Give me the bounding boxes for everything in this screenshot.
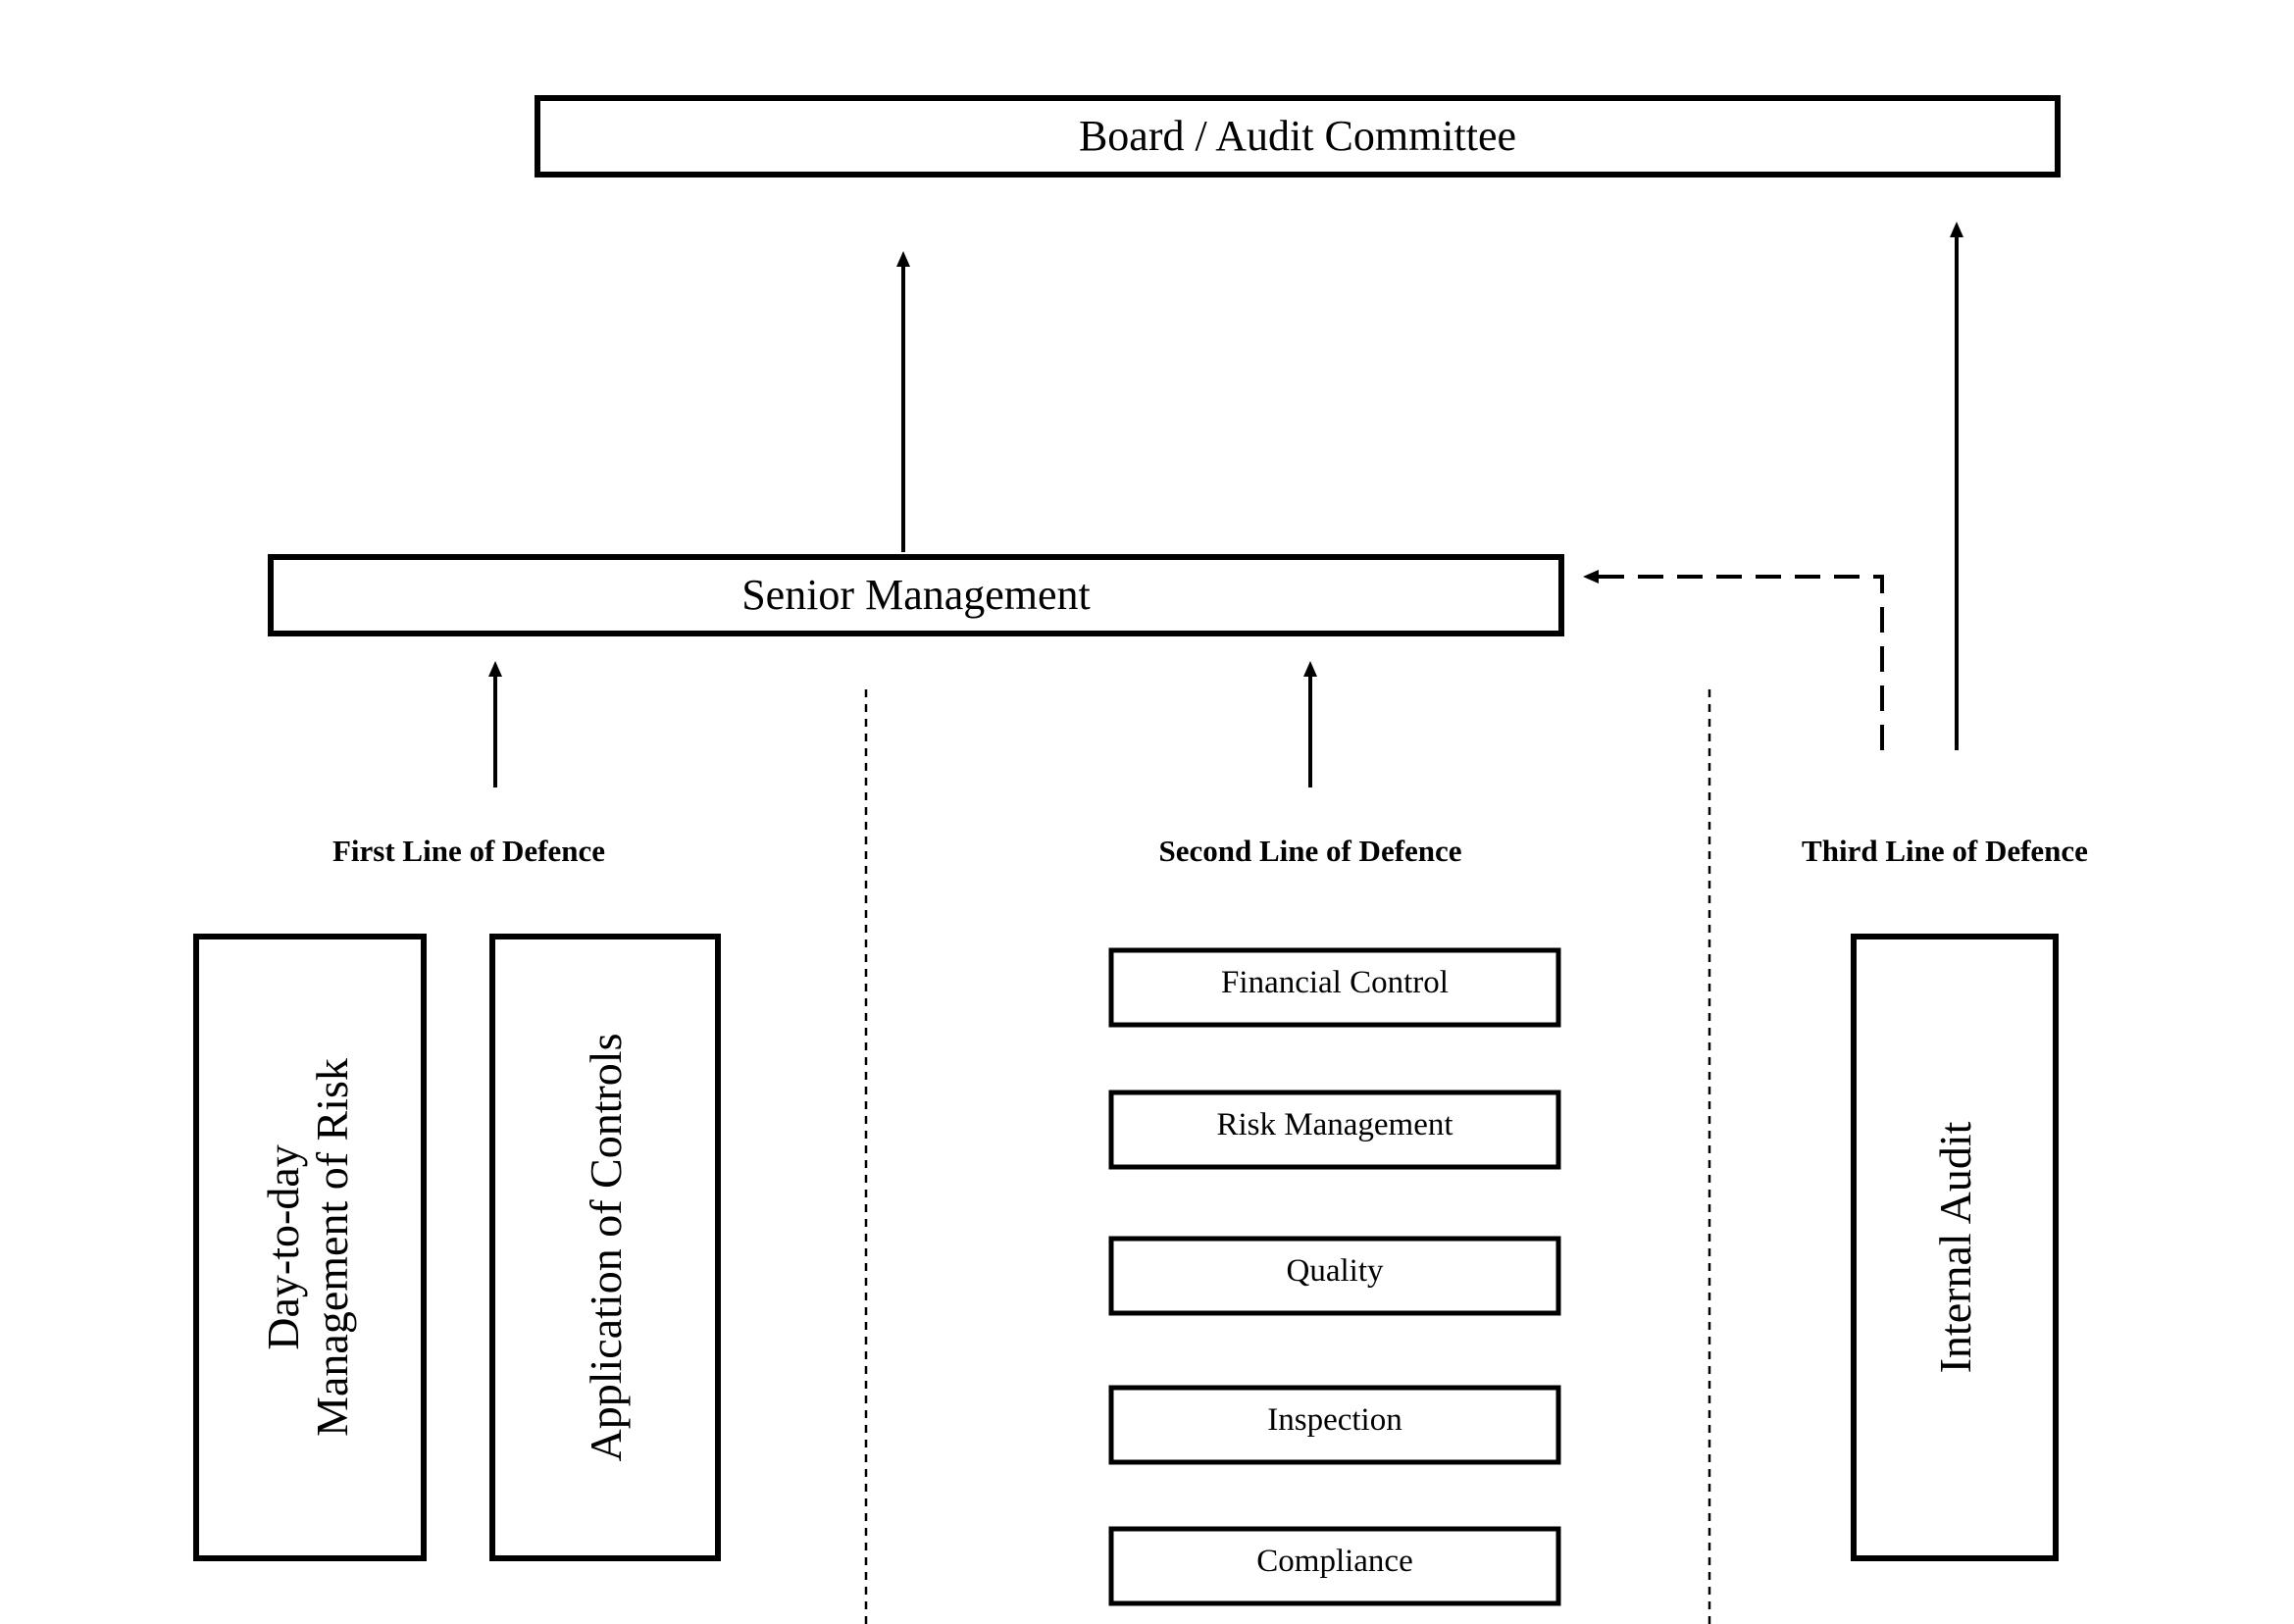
third-line-heading: Third Line of Defence [1802, 834, 2088, 868]
board-box [535, 95, 2061, 178]
board-audit-committee-node: Board / Audit Committee [535, 95, 2061, 178]
senior-management-box [268, 554, 1564, 636]
arrowhead-icon [488, 661, 502, 677]
risk-management-label: Risk Management [1216, 1107, 1453, 1142]
arrow-senior-to-board [896, 251, 910, 552]
risk-management-box [1108, 1090, 1561, 1170]
day-to-day-management-node: Day-to-day Management of Risk [193, 934, 427, 1561]
compliance-node: Compliance [1108, 1526, 1561, 1606]
internal-audit-box [1851, 934, 2059, 1561]
arrow-second-line-to-senior [1303, 661, 1317, 787]
senior-management-node: Senior Management [268, 554, 1564, 636]
day-to-day-label-line2: Management of Risk [307, 1058, 357, 1437]
arrow-first-line-to-senior [488, 661, 502, 787]
board-label: Board / Audit Committee [1079, 112, 1516, 160]
arrow-internal-audit-to-board [1950, 222, 1963, 750]
application-of-controls-node: Application of Controls [489, 934, 721, 1561]
risk-management-node: Risk Management [1108, 1090, 1561, 1170]
financial-control-box [1108, 947, 1561, 1028]
dashed-arrow-internal-audit-to-senior-management [1583, 570, 1884, 750]
arrowhead-icon [1950, 222, 1963, 237]
inspection-label: Inspection [1267, 1402, 1402, 1438]
arrowhead-icon [896, 251, 910, 267]
second-line-heading: Second Line of Defence [1158, 834, 1461, 868]
compliance-box [1108, 1526, 1561, 1606]
quality-node: Quality [1108, 1236, 1561, 1316]
financial-control-label: Financial Control [1221, 965, 1449, 1000]
internal-audit-node: Internal Audit [1851, 934, 2059, 1561]
application-of-controls-label: Application of Controls [581, 1034, 631, 1462]
application-of-controls-box [489, 934, 721, 1561]
internal-audit-label: Internal Audit [1930, 1121, 1980, 1373]
second-line-functions: Financial Control Risk Management Qualit… [1108, 947, 1561, 1606]
inspection-node: Inspection [1108, 1385, 1561, 1465]
first-line-heading: First Line of Defence [332, 834, 605, 868]
inspection-box [1108, 1385, 1561, 1465]
quality-box [1108, 1236, 1561, 1316]
arrowhead-icon [1303, 661, 1317, 677]
day-to-day-box [193, 934, 427, 1561]
senior-management-label: Senior Management [741, 571, 1091, 619]
day-to-day-label-line1: Day-to-day [258, 1144, 308, 1349]
financial-control-node: Financial Control [1108, 947, 1561, 1028]
compliance-label: Compliance [1256, 1544, 1412, 1579]
arrowhead-icon [1583, 570, 1599, 584]
quality-label: Quality [1287, 1253, 1384, 1289]
